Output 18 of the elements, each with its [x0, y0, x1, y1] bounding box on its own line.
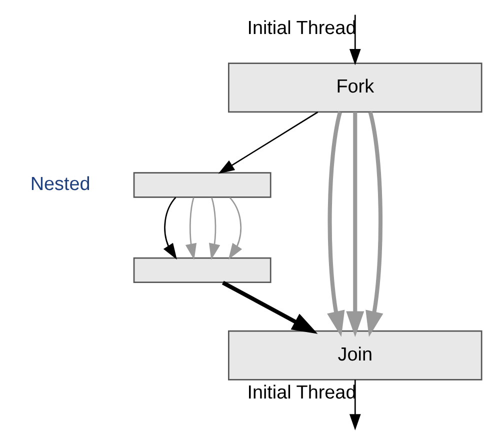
- arrow: [222, 280, 318, 334]
- arrow: [185, 197, 197, 260]
- node-box: [133, 172, 272, 198]
- arrow: [327, 112, 345, 337]
- arrow: [218, 112, 318, 174]
- edge-label: Initial Thread: [247, 382, 356, 404]
- label: Nested: [30, 174, 90, 195]
- arrow: [366, 112, 384, 337]
- node-box: Join: [228, 330, 482, 380]
- node-box: [133, 257, 272, 284]
- arrow: [349, 14, 361, 66]
- arrow: [228, 197, 242, 260]
- arrow: [209, 197, 220, 260]
- arrow: [163, 197, 177, 260]
- arrow: [349, 380, 361, 430]
- node-box: Fork: [228, 62, 482, 113]
- arrow: [346, 112, 364, 337]
- edge-label: Initial Thread: [247, 18, 356, 39]
